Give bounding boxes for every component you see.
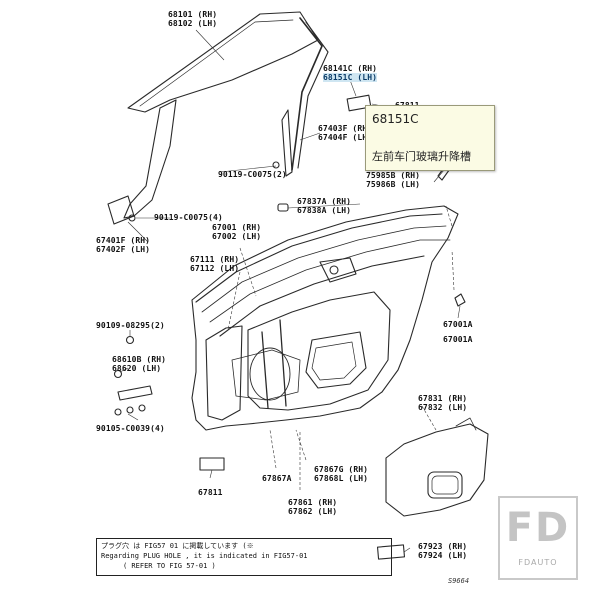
part-number: 75986B (LH) — [366, 180, 421, 189]
tooltip-part-name: 左前车门玻璃升降槽 — [372, 150, 471, 163]
part-number: 67401F (RH) — [96, 236, 151, 245]
glass-run-channel — [291, 17, 323, 171]
label-67001a[interactable]: 67001A 67001A — [443, 320, 473, 344]
label-67111[interactable]: 67111 (RH) 67112 (LH) — [190, 255, 239, 273]
front-lower-frame — [123, 99, 177, 219]
part-number: 67837A (RH) — [297, 197, 352, 206]
regulator-rail-a — [261, 331, 269, 409]
part-number: 67862 (LH) — [288, 507, 338, 516]
label-67867g[interactable]: 67867G (RH) 67868L (LH) — [314, 465, 368, 483]
part-number: 67404F (LH) — [318, 133, 373, 142]
bolt-68610b — [113, 369, 123, 379]
window-motor — [319, 257, 357, 283]
part-number: 90119-C0075(4) — [154, 213, 223, 222]
part-number: 67402F (LH) — [96, 245, 151, 254]
part-number: 67001 (RH) — [212, 223, 262, 232]
part-number: 67924 (LH) — [418, 551, 468, 560]
service-hole — [305, 331, 367, 389]
label-67837a[interactable]: 67837A (RH) 67838A (LH) — [297, 197, 351, 215]
part-number: 67001A — [443, 335, 473, 344]
note-line-1: プラグ穴 は FIG57 01 に掲載しています (※ — [101, 542, 254, 550]
part-number: 67868L (LH) — [314, 474, 369, 483]
glass-run-channel-inner — [297, 21, 329, 169]
part-number: 68620 (LH) — [112, 364, 162, 373]
bolt-90105 — [114, 408, 122, 416]
label-67923[interactable]: 67923 (RH) 67924 (LH) — [418, 542, 467, 560]
part-number: 67867G (RH) — [314, 465, 369, 474]
part-number: 67001A — [443, 320, 473, 329]
label-75985b[interactable]: 75985B (RH) 75986B (LH) — [366, 171, 420, 189]
label-90119-b[interactable]: 90119-C0075(4) — [154, 213, 223, 222]
part-number-highlighted: 68151C (LH) — [323, 73, 378, 82]
label-68101[interactable]: 68101 (RH) 68102 (LH) — [168, 10, 217, 28]
door-glass-inner-edge — [139, 19, 294, 107]
door-glass — [127, 11, 319, 113]
label-67861[interactable]: 67861 (RH) 67862 (LH) — [288, 498, 337, 516]
watermark-logo: FD FDAUTO — [498, 496, 578, 580]
part-number: 67838A (LH) — [297, 206, 352, 215]
label-67001[interactable]: 67001 (RH) 67002 (LH) — [212, 223, 261, 241]
part-number: 90109-08295(2) — [96, 321, 165, 330]
door-check — [117, 385, 153, 401]
label-90109[interactable]: 90109-08295(2) — [96, 321, 165, 330]
part-number: 67861 (RH) — [288, 498, 338, 507]
part-number: 68102 (LH) — [168, 19, 218, 28]
clip-67837a — [277, 203, 289, 212]
part-number: 67923 (RH) — [418, 542, 468, 551]
note-line-3: ( REFER TO FIG 57-01 ) — [123, 562, 216, 570]
part-number: 90119-C0075(2) — [218, 170, 287, 179]
part-number: 68101 (RH) — [168, 10, 218, 19]
part-number: 90105-C0039(4) — [96, 424, 165, 433]
part-number: 67832 (LH) — [418, 403, 468, 412]
part-tooltip: 68151C 左前车门玻璃升降槽 — [365, 105, 495, 171]
watermark-big-text: FD — [505, 505, 571, 551]
label-90119-a[interactable]: 90119-C0075(2) — [218, 170, 287, 179]
clip-67001a — [454, 293, 466, 307]
door-outer-frame — [191, 205, 459, 431]
label-67867a[interactable]: 67867A — [262, 474, 292, 483]
part-number: 67831 (RH) — [418, 394, 468, 403]
label-67401f[interactable]: 67401F (RH) 67402F (LH) — [96, 236, 150, 254]
pad-67811-bottom — [199, 457, 225, 471]
bolt-90109 — [125, 335, 135, 345]
part-number: 67867A — [262, 474, 292, 483]
part-number: 68141C (RH) — [323, 64, 378, 73]
part-number: 68610B (RH) — [112, 355, 167, 364]
note-line-2: Regarding PLUG HOLE , it is indicated in… — [101, 552, 308, 560]
window-opening-line — [219, 255, 425, 337]
label-67403f[interactable]: 67403F (RH) 67404F (LH) — [318, 124, 372, 142]
rear-lower-frame — [281, 109, 293, 177]
watermark-small-text: FDAUTO — [518, 558, 558, 567]
door-belt-line — [195, 213, 443, 303]
label-68610b[interactable]: 68610B (RH) 68620 (LH) — [112, 355, 166, 373]
bolt-90119-a — [272, 161, 280, 169]
tooltip-part-code: 68151C — [372, 112, 419, 126]
inner-panel — [205, 325, 243, 421]
door-trim-panel — [385, 423, 489, 517]
label-68141c[interactable]: 68141C (RH) 68151C (LH) — [323, 64, 378, 82]
drawing-code: S9664 — [448, 577, 470, 585]
regulator-assembly — [247, 291, 391, 411]
part-number: 67112 (LH) — [190, 264, 240, 273]
part-number: 67403F (RH) — [318, 124, 373, 133]
plug-67811-top — [346, 94, 372, 112]
part-number: 67002 (LH) — [212, 232, 262, 241]
label-90105[interactable]: 90105-C0039(4) — [96, 424, 165, 433]
part-number: 75985B (RH) — [366, 171, 421, 180]
part-number: 67811 — [198, 488, 223, 497]
plug-hole-note: プラグ穴 は FIG57 01 に掲載しています (※ Regarding PL… — [96, 538, 392, 576]
label-67811-bottom[interactable]: 67811 — [198, 488, 223, 497]
label-67831[interactable]: 67831 (RH) 67832 (LH) — [418, 394, 467, 412]
part-number: 67111 (RH) — [190, 255, 240, 264]
speaker-opening — [427, 471, 463, 499]
bolt-90119-b — [128, 214, 136, 222]
